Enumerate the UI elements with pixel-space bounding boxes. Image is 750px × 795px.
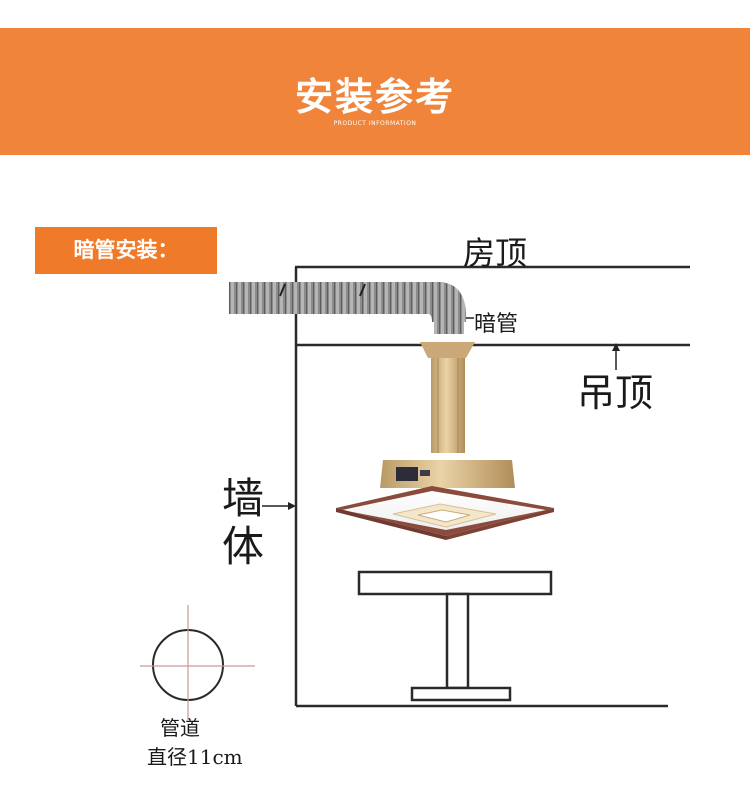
roof-label: 房顶: [463, 234, 528, 272]
range-hood: [336, 342, 554, 540]
ceiling-arrow: [612, 343, 620, 370]
flexible-duct: [229, 282, 467, 334]
hidden-duct-label: 暗管: [474, 312, 519, 337]
section-label: 暗管安装：: [73, 238, 179, 262]
section-badge: 暗管安装：: [35, 227, 217, 274]
pipe-diameter-label: 直径11cm: [147, 745, 243, 769]
pipe-label: 管道: [160, 716, 200, 740]
page-title: 安装参考: [294, 75, 455, 119]
header-banner: 安装参考 PRODUCT INFORMATION: [0, 28, 750, 155]
wall-label-1: 墙: [222, 474, 265, 523]
table: [357, 570, 553, 702]
ceiling-label: 吊顶: [577, 371, 654, 415]
pipe-circle-icon: [140, 605, 255, 720]
wall-label-2: 体: [222, 522, 265, 571]
page-subtitle: PRODUCT INFORMATION: [333, 120, 417, 127]
wall-arrow: [262, 502, 296, 510]
